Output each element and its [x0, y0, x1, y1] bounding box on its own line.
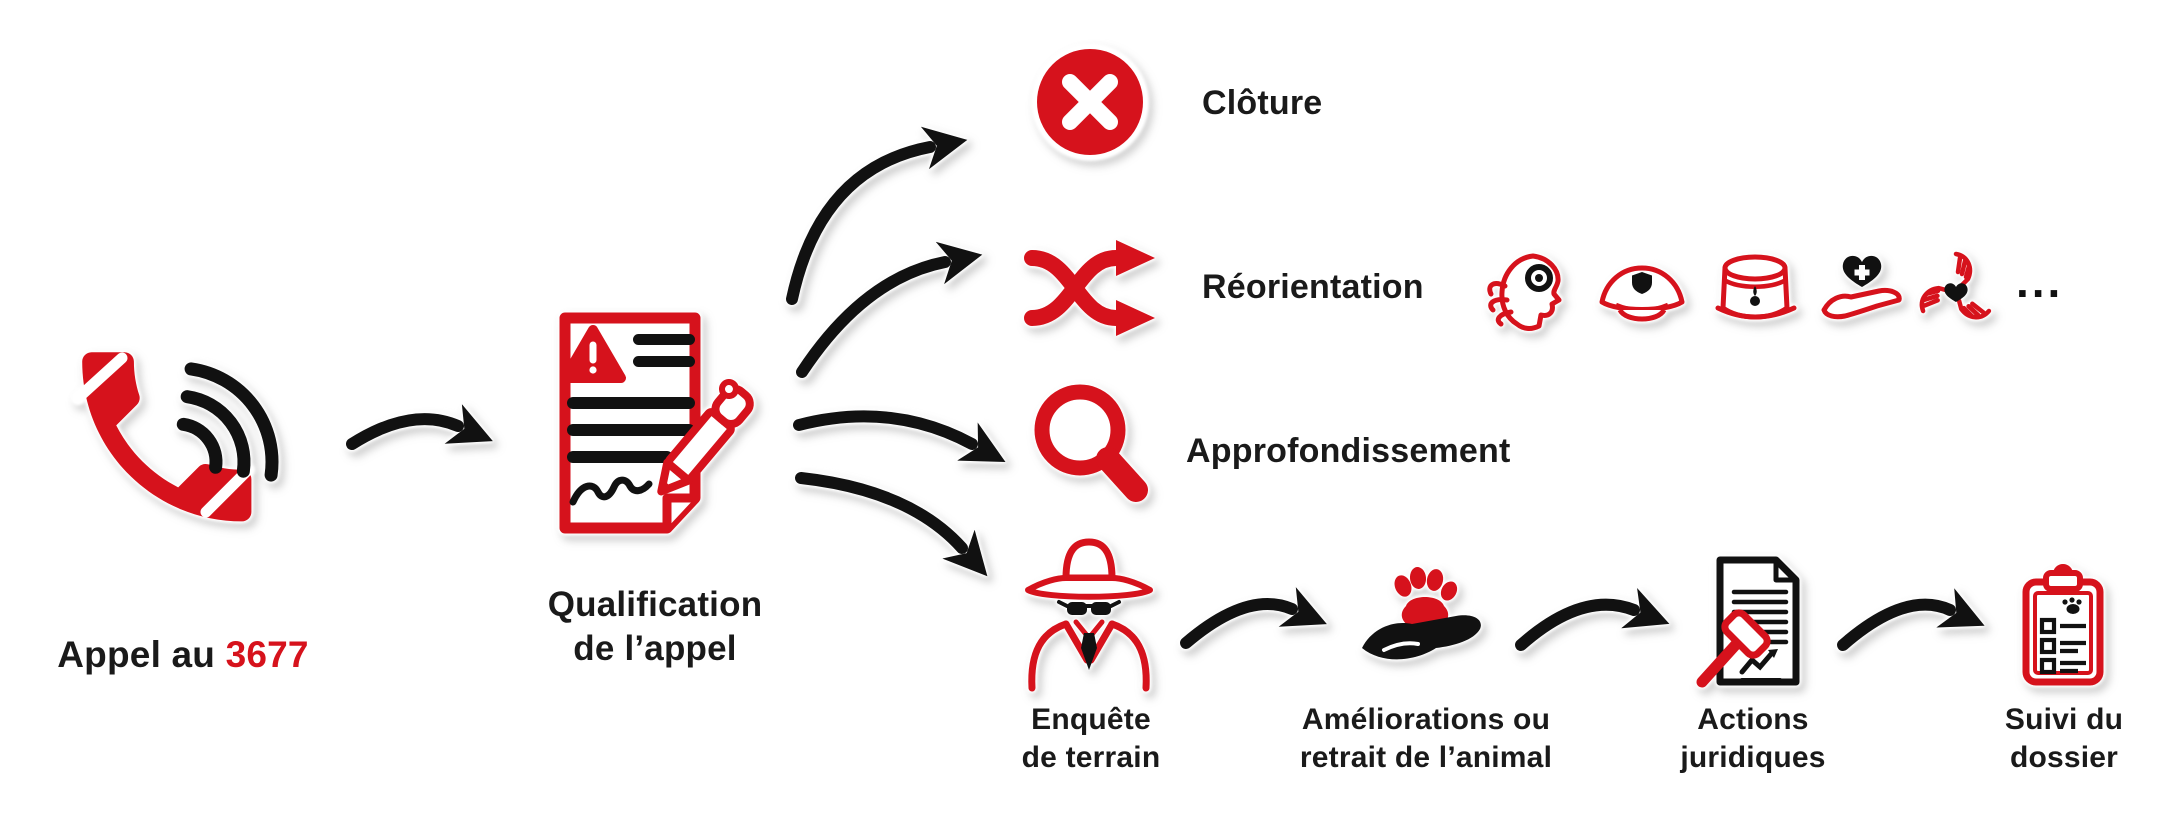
checklist-rows	[2039, 617, 2086, 675]
actions-label: Actions juridiques	[1680, 703, 1826, 774]
arrow-phone-to-qualification	[346, 404, 493, 450]
police-cap-icon	[1599, 265, 1685, 322]
call-report-icon	[559, 312, 754, 534]
close-circle-icon	[1033, 45, 1147, 159]
appel-number: 3677	[225, 633, 309, 675]
approfondissement-label: Approfondissement	[1186, 432, 1511, 470]
arrow-enquete-to-ameliorations	[1180, 587, 1327, 649]
arrow-actions-to-suivi	[1837, 588, 1985, 651]
gavel-icon	[1696, 609, 1771, 688]
reorientation-label: Réorientation	[1202, 268, 1424, 306]
care-hand-heart-icon	[1821, 255, 1902, 320]
trend-squiggle	[1739, 649, 1782, 682]
necktie	[1081, 633, 1097, 670]
clipboard-paw-icon	[2022, 564, 2104, 686]
enquete-label: Enquête de terrain	[1021, 703, 1161, 774]
signature-squiggle	[569, 476, 653, 506]
gendarme-kepi-icon	[1715, 254, 1797, 320]
ameliorations-label: Améliorations ou retrait de l’animal	[1299, 703, 1553, 774]
more-partners-ellipsis: ...	[2016, 255, 2064, 307]
solidarity-hands-heart-icon	[1919, 251, 1992, 320]
sunglasses-icon	[1057, 600, 1121, 615]
gavel-document-icon	[1696, 556, 1800, 688]
signal-waves-icon	[176, 362, 279, 482]
grenade-emblem	[1750, 286, 1760, 306]
report-text-lines	[567, 334, 695, 463]
x-glyph	[1062, 74, 1118, 130]
shuffle-arrows-icon	[1024, 240, 1155, 336]
magnifier-icon	[1034, 384, 1148, 502]
qualification-label: Qualification de l’appel	[547, 585, 763, 669]
paw-print-small-icon	[2062, 597, 2082, 614]
arrow-ameliorations-to-actions	[1515, 587, 1670, 651]
cloture-label: Clôture	[1202, 84, 1323, 122]
listener-profile-icon	[1487, 253, 1562, 331]
paw-in-hand-icon	[1362, 567, 1481, 660]
arrow-qualification-to-cloture	[786, 126, 968, 305]
appel-label: Appel au 3677	[18, 585, 348, 678]
pen-icon	[657, 379, 754, 496]
appel-label-text: Appel au	[57, 633, 226, 675]
suivi-label: Suivi du dossier	[2004, 703, 2124, 774]
phone-icon	[72, 352, 279, 522]
detective-icon	[1025, 538, 1153, 692]
